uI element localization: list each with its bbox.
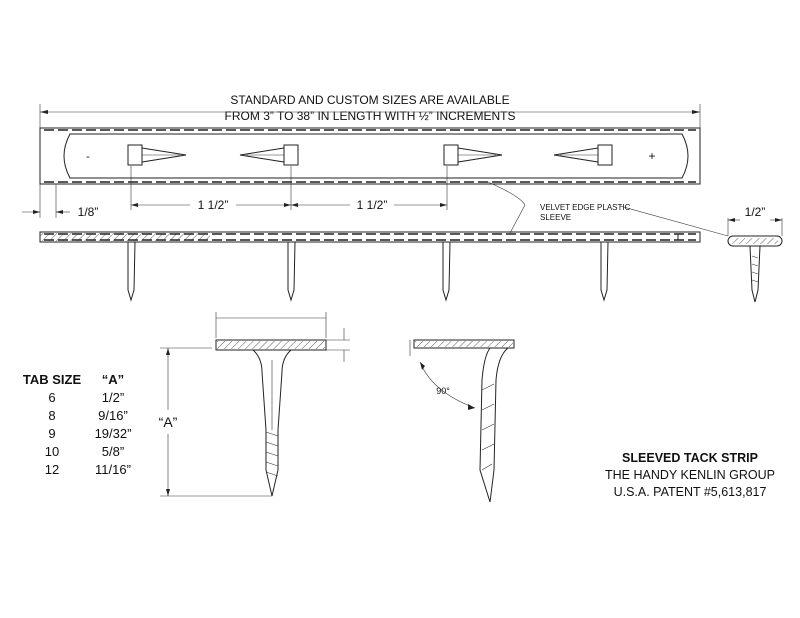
minus-sign: - [86,151,90,163]
table-row-0-a: 1/2” [102,390,124,405]
tab-size-table: TAB SIZE “A” 6 1/2” 8 9/16” 9 19/32” 10 … [23,372,132,477]
spacing-label-2: 1 1/2” [357,198,388,212]
table-header-tab-size: TAB SIZE [23,372,82,387]
table-row-4-size: 12 [45,462,59,477]
table-row-0-size: 6 [48,390,55,405]
tab-1 [127,144,187,166]
callout-line-2: SLEEVE [540,213,571,222]
table-row-4-a: 11/16” [95,462,131,477]
edge-dimension [22,210,70,214]
spacing-label-1: 1 1/2” [198,198,229,212]
strip-side-view [39,231,701,302]
table-row-3-a: 5/8” [102,444,124,459]
callout-line-1: VELVET EDGE PLASTIC [540,203,631,212]
spacing-dimension-lines [131,203,447,207]
header-line-1: STANDARD AND CUSTOM SIZES ARE AVAILABLE [230,93,509,107]
edge-dimension-label: 1/8” [78,205,99,219]
tack-side-view [409,339,515,503]
title-block-company: THE HANDY KENLIN GROUP [605,468,775,482]
tab-2 [239,144,299,166]
table-row-2-size: 9 [48,426,55,441]
sleeve-end-view [727,218,783,303]
sleeve-width-label: 1/2” [745,205,766,219]
plus-sign: + [648,149,655,163]
overall-length-dimension [39,104,701,130]
table-row-3-size: 10 [45,444,59,459]
table-row-2-a: 19/32” [95,426,132,441]
angle-label: 90° [436,386,450,396]
tack-front-view [160,312,350,497]
tab-3 [443,144,503,166]
tack-length-label: “A” [159,414,178,430]
title-block-title: SLEEVED TACK STRIP [622,451,758,465]
tab-4 [553,144,613,166]
table-row-1-size: 8 [48,408,55,423]
title-block: SLEEVED TACK STRIP THE HANDY KENLIN GROU… [605,451,775,499]
sleeve-callout-leaders [487,181,729,237]
header-line-2: FROM 3” TO 38” IN LENGTH WITH ½” INCREME… [225,109,516,123]
table-row-1-a: 9/16” [98,408,128,423]
strip-top-view: - + [39,127,701,185]
title-block-patent: U.S.A. PATENT #5,613,817 [614,485,767,499]
table-header-a: “A” [102,372,124,387]
spacing-extension-lines [39,166,448,218]
